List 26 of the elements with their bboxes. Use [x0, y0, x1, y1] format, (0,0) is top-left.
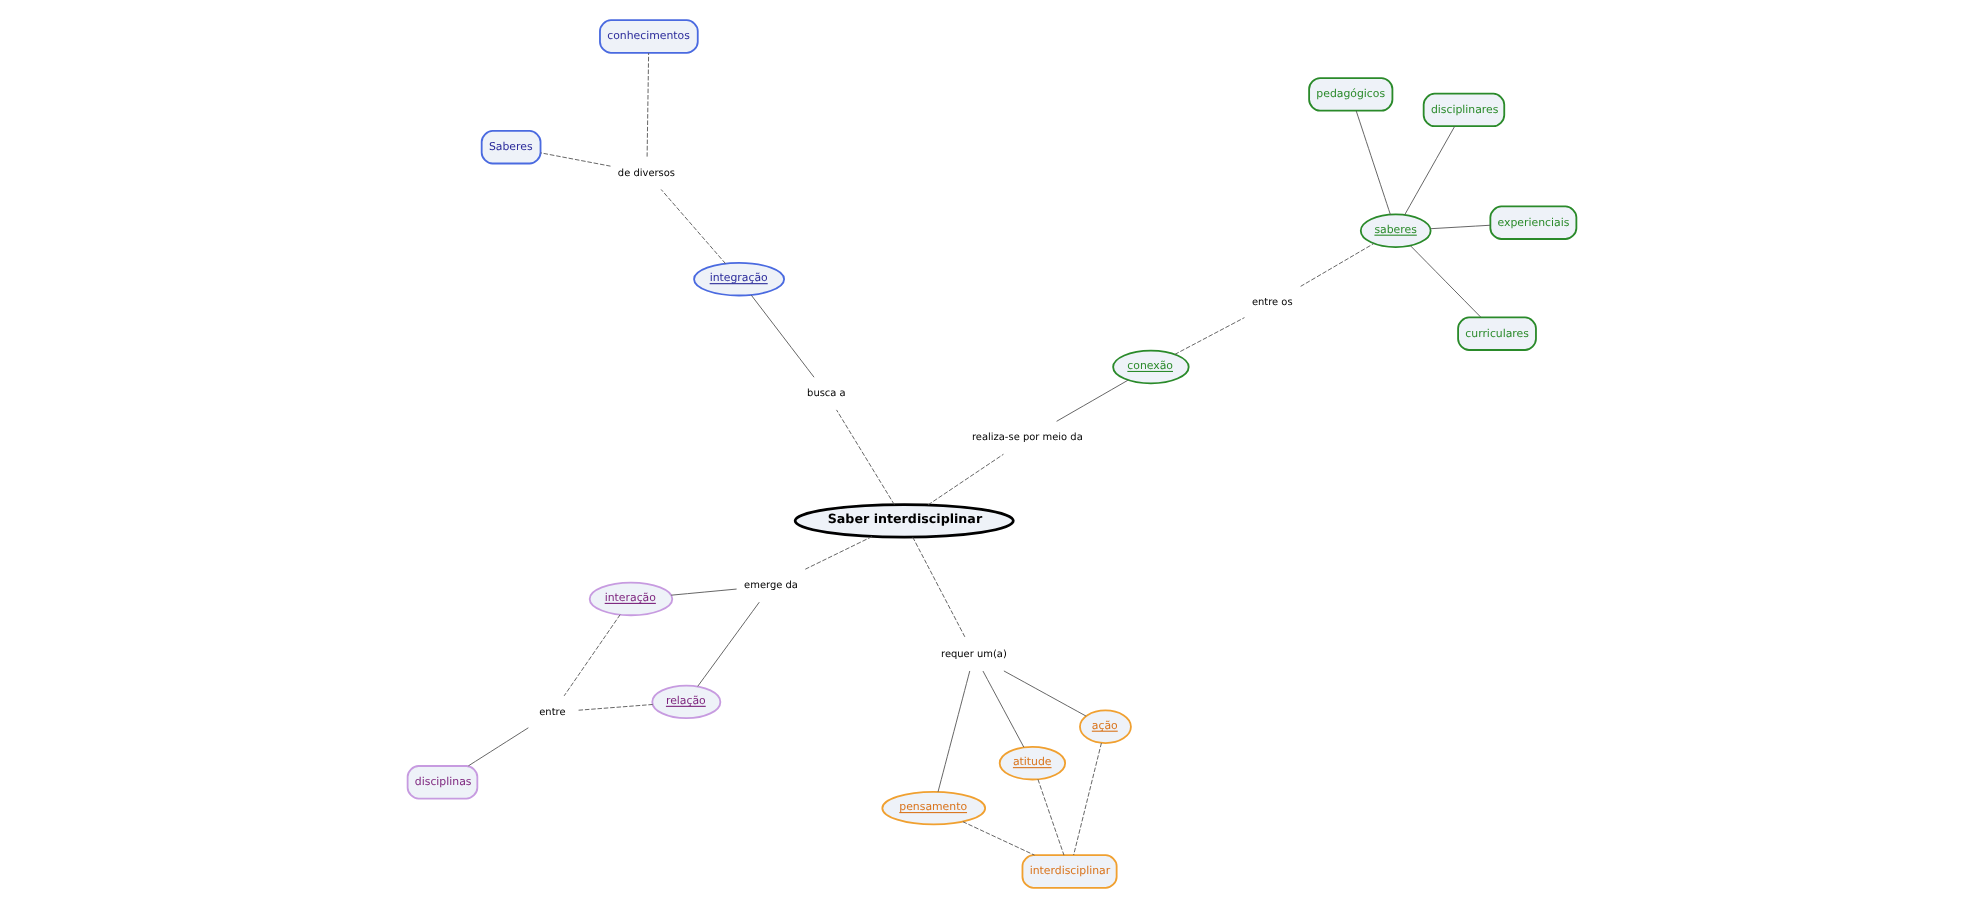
connector: [539, 152, 610, 167]
connector: [1036, 778, 1064, 856]
connector: [926, 453, 1003, 506]
connector: [835, 409, 894, 505]
connector: [1072, 742, 1101, 856]
connector: [803, 536, 872, 570]
connector: [576, 704, 653, 711]
connector: [1002, 670, 1086, 717]
connector: [659, 189, 725, 264]
connector: [911, 536, 965, 639]
connector: [562, 614, 620, 697]
connector: [645, 52, 649, 158]
connector: [1409, 245, 1481, 318]
connector: [1354, 110, 1390, 215]
connector: [696, 601, 759, 687]
connector: [467, 727, 528, 767]
connector: [961, 821, 1034, 856]
connector: [1429, 224, 1490, 230]
connector: [1055, 379, 1128, 422]
connector: [1299, 243, 1374, 287]
connector: [1403, 126, 1455, 216]
connector: [936, 670, 970, 793]
connector: [981, 670, 1024, 748]
connector: [669, 588, 737, 596]
connector: [749, 294, 814, 378]
connector: [1173, 317, 1244, 355]
